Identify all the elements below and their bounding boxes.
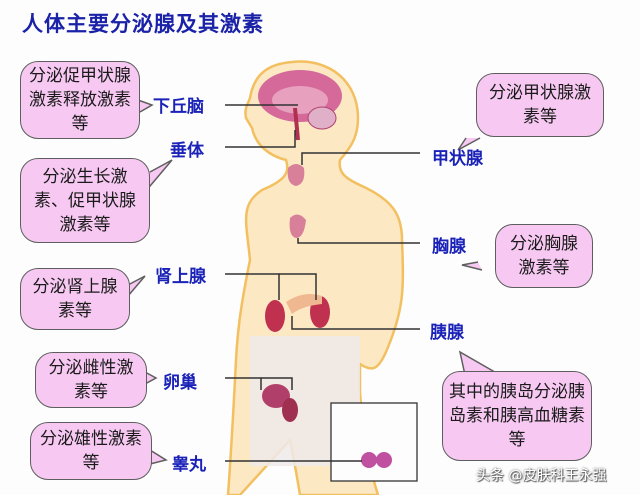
- label-testis: 睾丸: [172, 455, 206, 475]
- bubble-pancreas: 其中的胰岛分泌胰岛素和胰高血糖素等: [442, 371, 592, 461]
- bubble-testis: 分泌雄性激素等: [30, 422, 152, 480]
- label-adrenal: 肾上腺: [155, 267, 206, 287]
- bubble-thymus: 分泌胸腺激素等: [495, 224, 593, 288]
- label-thyroid: 甲状腺: [432, 149, 483, 169]
- bubble-pituitary: 分泌生长激素、促甲状腺激素等: [20, 158, 150, 243]
- bubble-hypothalamus: 分泌促甲状腺激素释放激素等: [20, 61, 140, 139]
- bubble-ovary: 分泌雌性激素等: [35, 352, 147, 408]
- label-thymus: 胸腺: [432, 237, 466, 257]
- label-pituitary: 垂体: [170, 141, 204, 161]
- organs: [262, 164, 418, 482]
- label-hypothalamus: 下丘脑: [153, 97, 204, 117]
- brain: [258, 70, 342, 141]
- bubble-adrenal: 分泌肾上腺素等: [20, 268, 130, 330]
- diagram-title: 人体主要分泌腺及其激素: [22, 12, 264, 36]
- label-pancreas: 胰腺: [430, 323, 464, 343]
- watermark: 头条 @皮肤科王永强: [476, 468, 607, 484]
- leader-lines: [225, 104, 420, 462]
- bubble-tails: [127, 99, 501, 465]
- bubble-thyroid: 分泌甲状腺激素等: [476, 73, 604, 137]
- label-ovary: 卵巢: [163, 373, 197, 393]
